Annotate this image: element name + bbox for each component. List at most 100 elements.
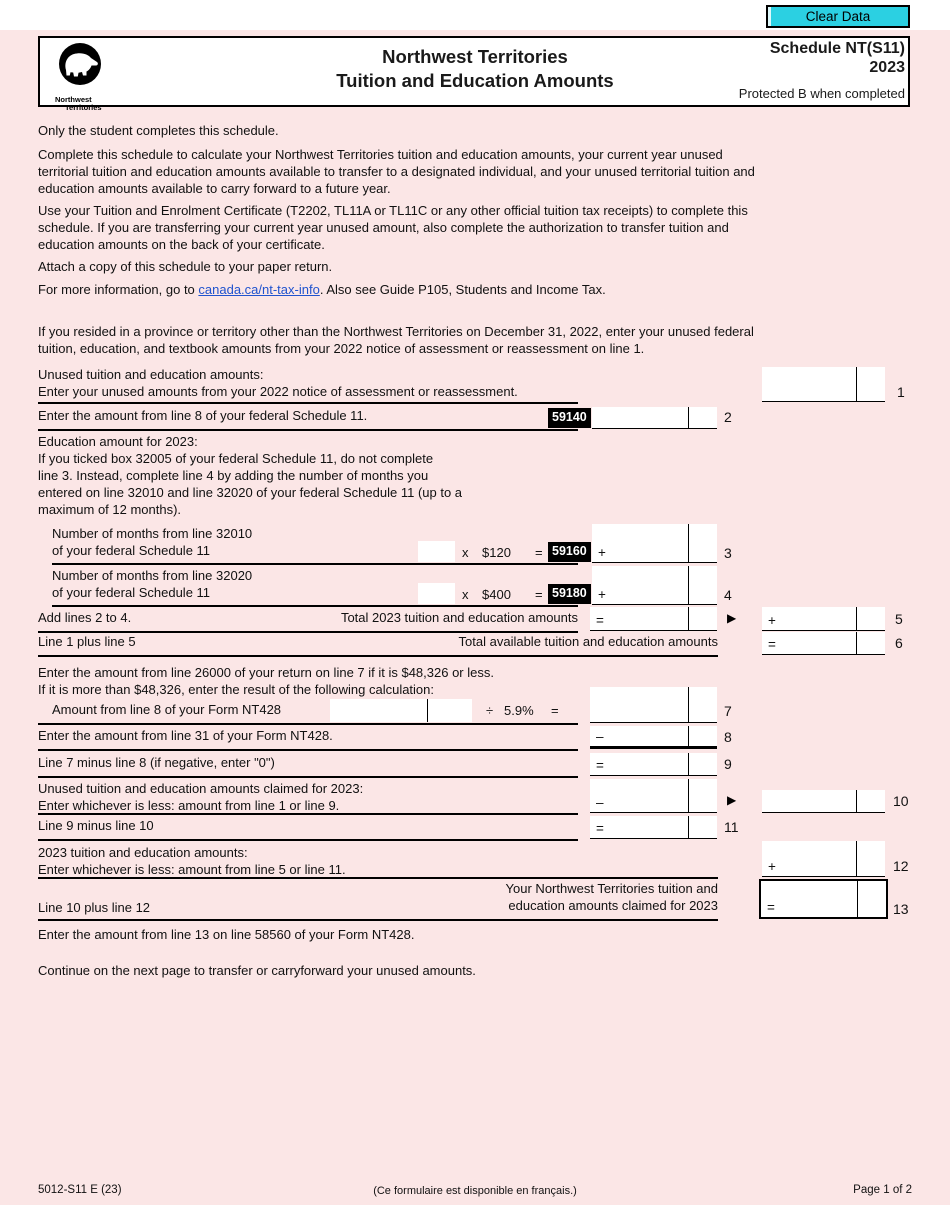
plus-sign-line-12: + (768, 859, 776, 874)
line-number-2: 2 (724, 409, 732, 425)
amount-field-line-6[interactable]: = (762, 632, 885, 655)
rate-amount-line-3: $120 (482, 545, 511, 560)
tax-rate-line-7: 5.9% (504, 703, 534, 718)
minus-sign-line-8: – (596, 729, 604, 744)
line-number-12: 12 (893, 858, 909, 874)
carry-arrow-line-5: ▶ (727, 611, 737, 625)
amount-field-line-12[interactable]: + (762, 841, 885, 877)
equals-sign-line-3: = (535, 545, 543, 560)
field-code-59140: 59140 (548, 408, 591, 428)
amount-field-line-2[interactable] (592, 407, 717, 429)
line-7-instructions: Enter the amount from line 26000 of your… (38, 665, 494, 697)
rule-line-2 (38, 429, 578, 431)
nt428-line8-field[interactable] (330, 699, 472, 722)
amount-field-line-10[interactable] (762, 790, 885, 813)
divide-sign-line-7: ÷ (486, 703, 494, 718)
clear-data-button[interactable]: Clear Data (766, 5, 910, 28)
more-info-text-before: For more information, go to (38, 282, 199, 297)
label-right-line-13: Your Northwest Territories tuition and e… (505, 881, 718, 913)
rule-line-7 (38, 723, 578, 725)
multiply-sign-line-3: x (462, 545, 469, 560)
equals-sign-line-6: = (768, 637, 776, 652)
rule-line-3 (52, 563, 578, 565)
form-title-line2: Tuition and Education Amounts (336, 70, 614, 91)
amount-field-line-10-mid[interactable]: – (590, 779, 717, 813)
instruction-attach-copy: Attach a copy of this schedule to your p… (38, 259, 333, 274)
amount-field-line-11[interactable]: = (590, 816, 717, 839)
label-line-5: Add lines 2 to 4. (38, 610, 132, 625)
label-line-13: Line 10 plus line 12 (38, 900, 151, 915)
protected-b-label: Protected B when completed (738, 86, 905, 101)
label-line-8: Enter the amount from line 31 of your Fo… (38, 728, 333, 743)
amount-field-line-4[interactable]: + (592, 566, 717, 605)
label-right-line-6: Total available tuition and education am… (458, 634, 718, 649)
rule-line-12 (38, 877, 718, 879)
label-right-line-5: Total 2023 tuition and education amounts (340, 610, 578, 625)
line-58560-note: Enter the amount from line 13 on line 58… (38, 927, 415, 942)
label-line-6: Line 1 plus line 5 (38, 634, 136, 649)
instruction-certificate: Use your Tuition and Enrolment Certifica… (38, 203, 748, 252)
total-field-line-5-mid[interactable]: = (590, 607, 717, 631)
logo-word-territories: Territories (65, 103, 102, 112)
label-line-7: Amount from line 8 of your Form NT428 (52, 702, 282, 717)
plus-sign-line-3: + (598, 545, 606, 560)
instruction-more-info: For more information, go to canada.ca/nt… (38, 281, 916, 298)
line-number-10: 10 (893, 793, 909, 809)
label-line-10: Unused tuition and education amounts cla… (38, 781, 364, 813)
logo-word-northwest: Northwest (55, 95, 92, 104)
rule-line-10 (38, 813, 578, 815)
amount-field-line-1[interactable] (762, 367, 885, 402)
carry-arrow-line-10: ▶ (727, 793, 737, 807)
line-number-6: 6 (895, 635, 903, 651)
nt-tax-info-link[interactable]: canada.ca/nt-tax-info (198, 282, 320, 297)
label-line-1: Unused tuition and education amounts: En… (38, 367, 518, 399)
line-number-13: 13 (893, 901, 909, 917)
rule-line-11 (38, 839, 578, 841)
label-line-3: Number of months from line 32010 of your… (52, 526, 253, 558)
more-info-text-after: . Also see Guide P105, Students and Inco… (319, 282, 606, 297)
label-line-2: Enter the amount from line 8 of your fed… (38, 408, 368, 423)
form-header-box (38, 36, 910, 107)
amount-field-line-13[interactable]: = (759, 879, 888, 919)
french-availability-note: (Ce formulaire est disponible en françai… (373, 1185, 577, 1197)
amount-field-line-5[interactable]: + (762, 607, 885, 631)
schedule-number: Schedule NT(S11) (769, 40, 905, 57)
education-amount-note: Education amount for 2023: If you ticked… (38, 434, 463, 517)
amount-field-line-8[interactable]: – (590, 726, 717, 749)
equals-sign-line-9: = (596, 758, 604, 773)
amount-field-line-9[interactable]: = (590, 753, 717, 776)
polar-bear-icon (59, 43, 101, 85)
equals-sign-line-7: = (551, 703, 559, 718)
line-number-11: 11 (724, 819, 739, 835)
amount-field-line-3[interactable]: + (592, 524, 717, 563)
instruction-student-only: Only the student completes this schedule… (38, 123, 279, 138)
rule-line-8 (38, 749, 578, 751)
equals-sign-line-11: = (596, 821, 604, 836)
page-indicator: Page 1 of 2 (853, 1184, 912, 1196)
line-number-3: 3 (724, 545, 732, 561)
label-line-4: Number of months from line 32020 of your… (52, 568, 253, 600)
equals-sign-line-5: = (596, 613, 604, 628)
plus-sign-line-5: + (768, 613, 776, 628)
line-number-1: 1 (897, 384, 905, 400)
amount-field-line-7[interactable] (590, 687, 717, 723)
equals-sign-line-13: = (767, 900, 775, 915)
label-line-12: 2023 tuition and education amounts: Ente… (38, 845, 346, 877)
label-line-9: Line 7 minus line 8 (if negative, enter … (38, 755, 275, 770)
months-field-line-4[interactable] (418, 583, 455, 604)
equals-sign-line-4: = (535, 587, 543, 602)
months-field-line-3[interactable] (418, 541, 455, 562)
instruction-complete-schedule: Complete this schedule to calculate your… (38, 147, 755, 196)
line-number-5: 5 (895, 611, 903, 627)
form-code: 5012-S11 E (23) (38, 1184, 122, 1196)
rule-line-5 (38, 631, 578, 633)
label-line-11: Line 9 minus line 10 (38, 818, 154, 833)
line-number-9: 9 (724, 756, 732, 772)
instruction-other-province: If you resided in a province or territor… (38, 324, 754, 356)
line-number-4: 4 (724, 587, 732, 603)
multiply-sign-line-4: x (462, 587, 469, 602)
plus-sign-line-4: + (598, 587, 606, 602)
field-code-59160: 59160 (548, 542, 591, 562)
minus-sign-line-10: – (596, 795, 604, 810)
rule-line-4 (52, 605, 578, 607)
